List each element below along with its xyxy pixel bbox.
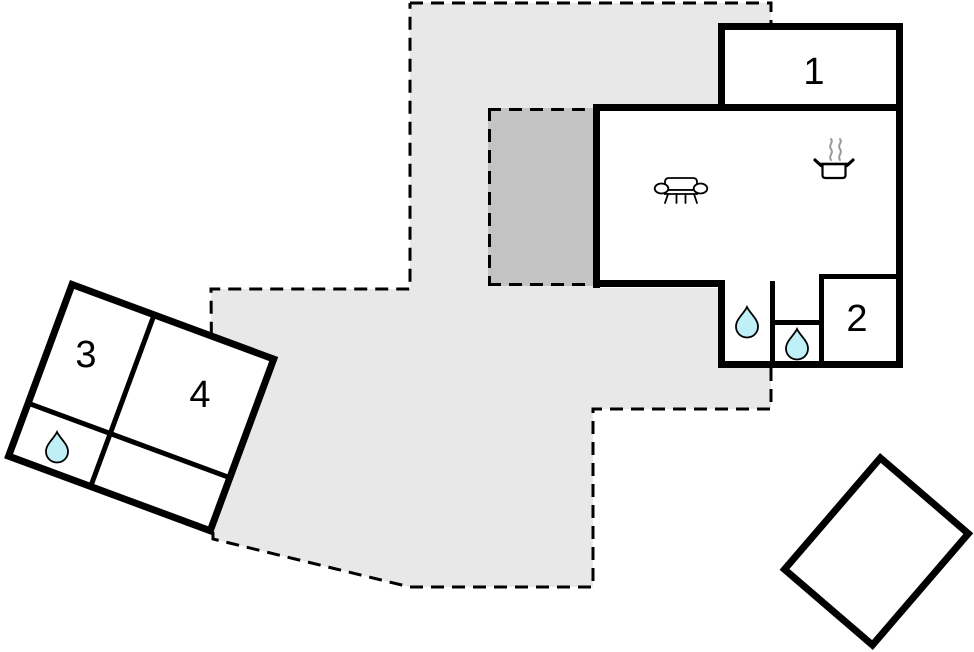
room-3-label: 3 — [75, 334, 96, 376]
room-4-label: 4 — [189, 374, 210, 416]
water-drop-icon — [735, 304, 759, 339]
living-area-floor — [593, 104, 903, 288]
covered-terrace-area — [488, 108, 596, 286]
steam-icon — [829, 138, 842, 161]
main-house-walls — [593, 23, 903, 368]
room-1-floor — [718, 23, 903, 111]
main-house: 1 2 — [593, 23, 903, 368]
terrace-boundary-dashed — [209, 1, 773, 589]
outbuilding — [779, 452, 974, 650]
cooking-pot-icon — [813, 138, 855, 180]
water-drop-icon — [45, 429, 69, 464]
room-1-label: 1 — [803, 51, 824, 93]
terrace — [209, 1, 773, 589]
annex-building — [4, 280, 279, 536]
room-2-label: 2 — [846, 298, 867, 340]
terrace-area — [211, 3, 771, 587]
water-drop-icon — [785, 326, 809, 361]
covered-terrace-boundary-dashed — [488, 108, 593, 286]
sofa-icon — [653, 177, 709, 204]
